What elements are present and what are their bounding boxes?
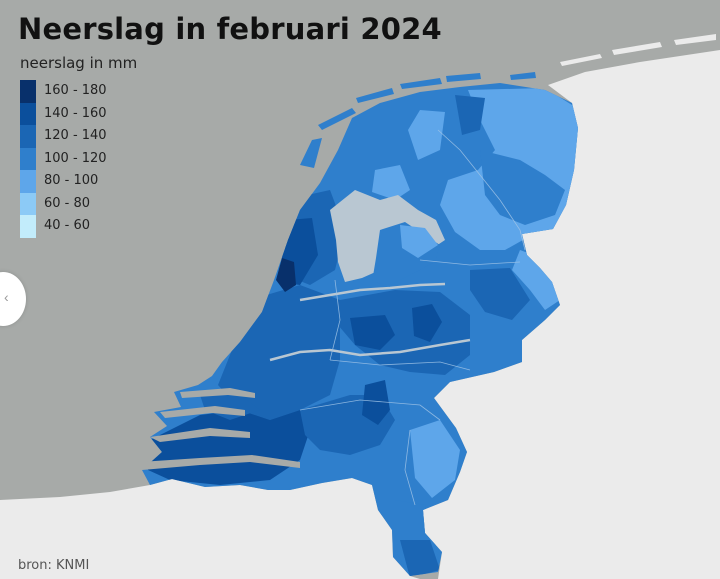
source-credit: bron: KNMI [18,558,90,573]
legend-swatch [20,192,36,215]
zone-140-160-utrecht [350,315,395,350]
zone-120-140-friesland-north [455,95,485,135]
zone-80-100-limburg-north [410,420,460,498]
legend-swatch [20,80,36,103]
map-title: Neerslag in februari 2024 [18,12,442,46]
legend-label: 80 - 100 [44,173,99,188]
zone-140-160-veluwe [412,304,442,342]
legend-swatch [20,215,36,238]
zone-160-180-haarlem [276,258,296,292]
legend-label: 60 - 80 [44,195,91,211]
zone-140-160-southwest [148,410,310,485]
german-islands [560,34,716,66]
legend-label: 40 - 60 [44,218,91,233]
neighbour-land-east [423,50,720,579]
legend-swatch [20,102,36,125]
wadden-islands [300,72,536,168]
zone-120-140-south-limburg [400,540,440,576]
zone-120-140-overijssel [470,268,530,320]
legend-swatch [20,147,36,170]
zone-80-100-friesland [372,110,445,200]
zone-140-160-brabant [362,380,390,425]
zone-100-120-groningen [480,150,565,225]
legend-label: 120 - 140 [44,128,107,143]
legend-label: 100 - 120 [44,150,107,166]
rivers [269,282,471,362]
chevron-left-icon: ‹ [4,289,9,305]
flevoland-light [400,225,438,258]
legend-label: 140 - 160 [44,105,107,121]
province-borders [299,129,526,506]
legend-swatch [20,170,36,193]
legend-swatch [20,125,36,148]
legend-title: neerslag in mm [20,54,138,72]
neighbour-land-south [0,478,420,579]
legend-label: 160 - 180 [44,83,107,98]
zeeland-waters [140,388,300,470]
